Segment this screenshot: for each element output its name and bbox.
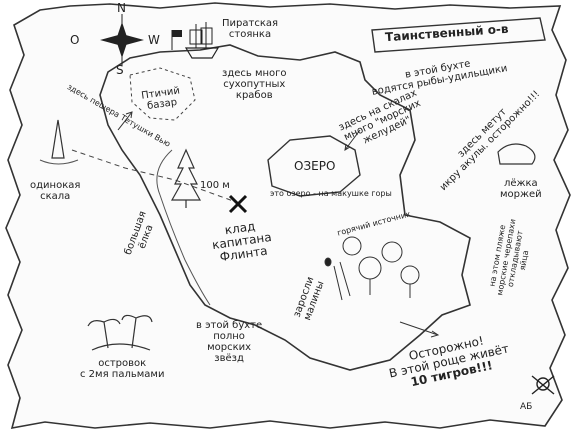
lone-rock — [51, 119, 65, 159]
flag-icon — [171, 30, 182, 50]
ship-icon — [184, 22, 220, 59]
river — [156, 149, 211, 306]
lake-outline — [267, 135, 361, 197]
compass-east: O — [70, 33, 80, 47]
treasure-path — [71, 149, 237, 203]
island-outline — [99, 44, 471, 371]
compass-north: N — [117, 1, 126, 15]
raspberry-bushes-icon — [342, 236, 420, 298]
hot-spring-icon — [324, 257, 351, 301]
skull-icon — [531, 375, 555, 395]
walrus-icon — [497, 143, 536, 165]
label-distance: 100 м — [200, 180, 230, 191]
label-lake-source: это озеро - на макушке горы — [270, 189, 392, 198]
label-lake: ОЗЕРО — [294, 159, 336, 173]
signature: АБ — [520, 402, 533, 412]
arrows — [117, 111, 440, 338]
compass-rose-icon — [100, 14, 144, 66]
treasure-x-icon — [228, 194, 248, 214]
title-scroll — [371, 17, 546, 53]
bird-market-area — [129, 67, 196, 121]
compass-south: S — [116, 63, 124, 77]
palm-island-icon — [87, 314, 153, 351]
parchment-border — [5, 2, 571, 430]
compass-west: W — [148, 33, 160, 47]
